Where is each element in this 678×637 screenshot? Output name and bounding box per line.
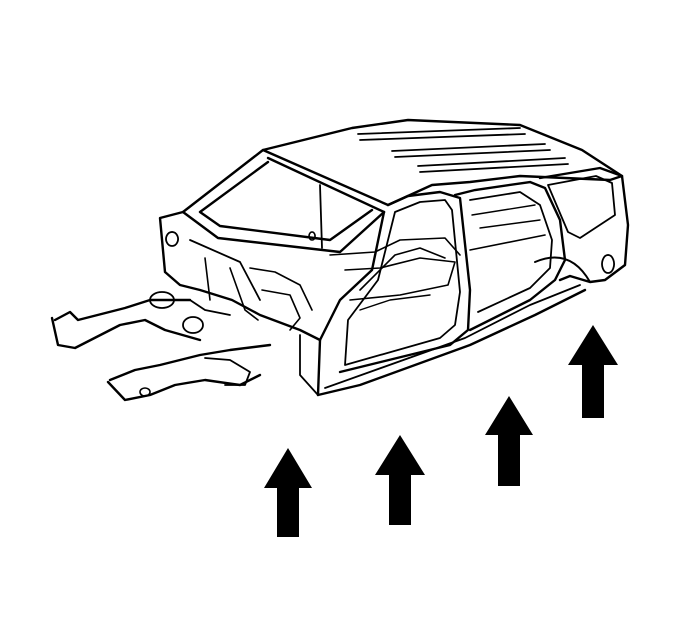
windshield-frame [181,148,386,254]
rear-quarter-panel [534,166,630,284]
lift-arrow-1 [264,448,312,537]
front-door-opening [316,190,472,397]
rear-door-opening [453,180,567,332]
lift-arrow-4 [568,325,618,418]
front-bulkhead [158,210,322,342]
roof-panel [261,118,624,214]
rocker-sill [316,284,587,397]
lift-arrow-3 [485,396,533,486]
lift-arrow-2 [375,435,425,525]
floor-pan [329,237,461,311]
front-frame-rails [50,291,319,402]
lift-arrows [264,325,618,537]
